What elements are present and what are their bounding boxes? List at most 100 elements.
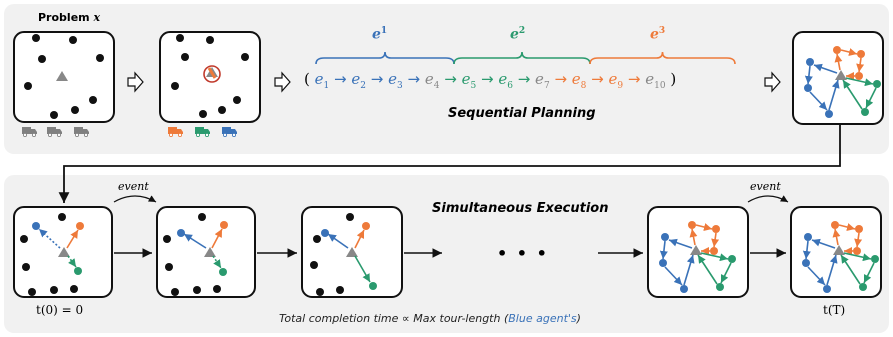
node-dot — [861, 108, 869, 116]
edge-arrow — [327, 233, 349, 249]
node-dot — [96, 54, 104, 62]
node-dot — [70, 285, 78, 293]
planning-panel — [4, 4, 889, 154]
edge-arrow — [802, 240, 811, 260]
sequence-arrow: → — [366, 70, 389, 88]
edge-arrow — [659, 240, 668, 260]
edge-arrow — [840, 48, 858, 56]
sequence-item-sub: 4 — [433, 81, 440, 91]
node-dot — [857, 50, 865, 58]
node-dot — [38, 55, 46, 63]
sequence-arrow: → — [623, 70, 646, 88]
edge-arrow — [211, 228, 223, 249]
group-label-2: e2 — [510, 26, 525, 43]
sequence-item-sub: 2 — [360, 81, 366, 91]
node-dot — [346, 213, 354, 221]
truck-icon — [168, 127, 177, 134]
sequence-arrow: → — [329, 70, 352, 88]
truck-wheel — [84, 132, 89, 137]
truck-wheel — [177, 132, 182, 137]
edge-arrow — [668, 238, 693, 249]
sequence-item-3: e3 — [388, 70, 403, 91]
sequence-item-10: e10 — [645, 70, 665, 91]
node-dot — [50, 286, 58, 294]
truck-wheel — [32, 132, 37, 137]
truck-wheel — [57, 132, 62, 137]
node-dot — [177, 229, 185, 237]
edge-arrow — [695, 223, 713, 231]
node-dot — [199, 110, 207, 118]
sequence-item-base: e — [608, 70, 618, 88]
group-1-base: e — [372, 26, 381, 43]
truck-icon — [47, 127, 56, 134]
completion-close: ) — [576, 312, 581, 325]
node-dot — [220, 221, 228, 229]
state-box-2 — [156, 206, 256, 298]
node-dot — [873, 80, 881, 88]
node-dot — [69, 36, 77, 44]
completion-text: Total completion time ∝ Max tour-length … — [279, 312, 581, 325]
sequence-item-base: e — [388, 70, 397, 88]
edge-arrow — [354, 255, 371, 283]
edge-arrow — [212, 255, 222, 269]
truck-icon — [74, 127, 83, 134]
edge-arrow — [689, 228, 698, 246]
node-dot — [24, 82, 32, 90]
edge-arrow — [700, 252, 729, 262]
brace-group-3 — [589, 51, 736, 65]
node-dot — [831, 221, 839, 229]
problem-label-text: Problem — [38, 11, 90, 24]
edge-arrow — [66, 229, 79, 249]
node-dot — [218, 106, 226, 114]
edge-arrow — [697, 254, 718, 285]
sequence-items: e1 → e2 → e3 → e4 → e5 → e6 → e7 → e8 → … — [315, 70, 666, 91]
sequence-item-sub: 7 — [543, 81, 550, 91]
node-dot — [680, 285, 688, 293]
edge-arrow — [811, 238, 836, 249]
sequence-item-9: e9 — [608, 70, 624, 91]
sequence-arrow: → — [512, 70, 536, 88]
depot-triangle-icon — [58, 247, 70, 257]
node-dot — [823, 285, 831, 293]
sequential-title: Sequential Planning — [448, 106, 596, 121]
node-dot — [855, 225, 863, 233]
sequence-item-sub: 5 — [470, 81, 477, 91]
node-dot — [20, 235, 28, 243]
node-dot — [22, 263, 30, 271]
node-dot — [233, 96, 241, 104]
node-dot — [688, 221, 696, 229]
node-dot — [32, 34, 40, 42]
group-2-base: e — [510, 26, 519, 43]
edge-arrow — [842, 79, 863, 110]
edge-arrow — [838, 223, 856, 231]
truck-cab — [56, 129, 62, 134]
sequence-item-base: e — [424, 70, 434, 88]
hollow-arrow-icon — [127, 71, 144, 93]
rotation-icon — [203, 65, 221, 83]
edge-arrow — [832, 228, 841, 246]
depot-triangle-icon — [833, 245, 845, 255]
edge-arrow — [807, 266, 826, 286]
node-dot — [362, 222, 370, 230]
completion-prefix: Total completion time ∝ Max tour-length … — [279, 312, 509, 325]
connector-arrow — [58, 124, 841, 203]
edge-arrow — [813, 63, 838, 74]
node-dot — [855, 72, 863, 80]
node-dot — [241, 53, 249, 61]
brace-group-2 — [453, 51, 591, 65]
depot-triangle-icon — [56, 71, 68, 81]
truck-wheel — [204, 132, 209, 137]
sequence-item-base: e — [645, 70, 655, 88]
ellipsis: • • • — [497, 244, 549, 263]
truck-icon — [195, 127, 204, 134]
truck-cab — [231, 129, 237, 134]
edge-arrow — [854, 232, 863, 248]
sequence-item-base: e — [351, 70, 361, 88]
node-dot — [804, 84, 812, 92]
sequence-item-sub: 9 — [617, 81, 624, 91]
truck-wheel — [222, 132, 227, 137]
edge-arrow — [354, 229, 365, 249]
sequence-arrow: → — [439, 70, 462, 88]
truck-cab — [83, 129, 89, 134]
